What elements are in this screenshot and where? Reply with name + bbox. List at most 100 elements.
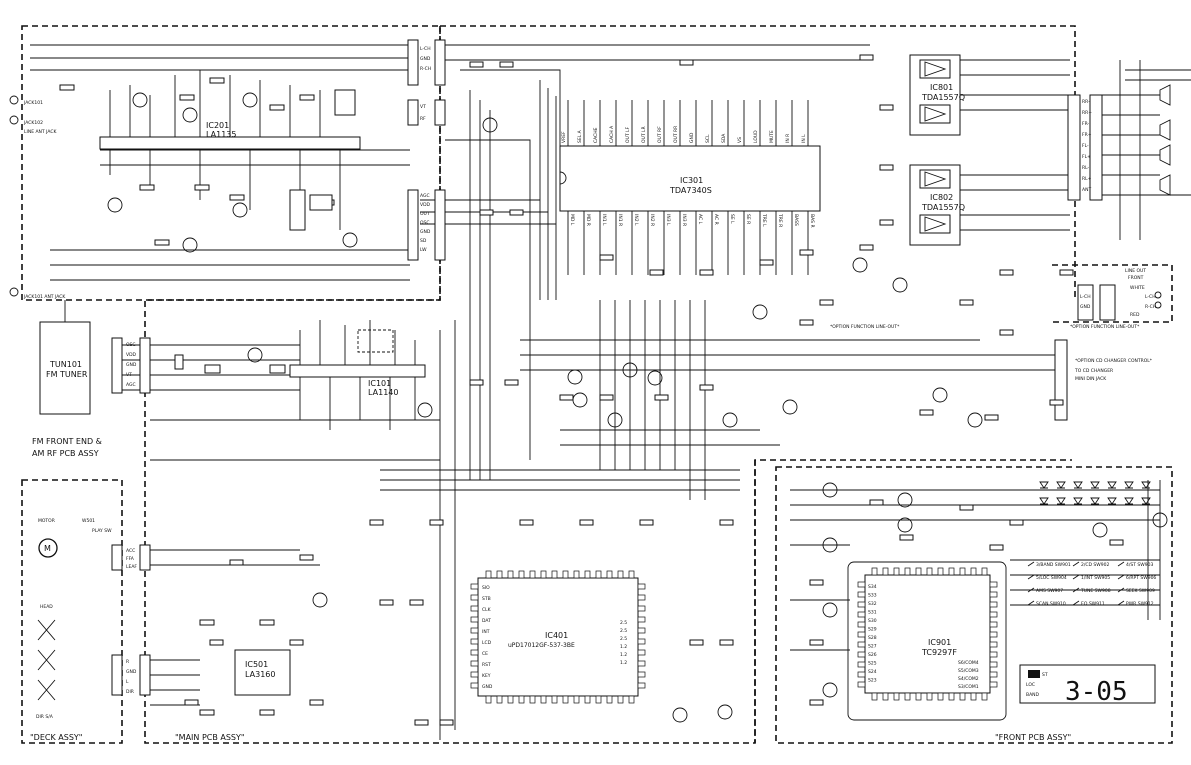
deck-pin-leaf: LEAF — [126, 564, 137, 570]
front-switch-label: SEEK SW909 — [1126, 588, 1155, 594]
ic101-part: LA1140 — [368, 388, 398, 397]
ic301-pin-bottom: MD L — [569, 214, 575, 226]
line-out-subtitle: FRONT — [1128, 275, 1144, 281]
board-front: "FRONT PCB ASSY" — [995, 733, 1071, 742]
main-transistors — [482, 117, 983, 723]
conn-gnd2: GND — [420, 229, 431, 235]
ic301-pin-top: IN L — [801, 134, 807, 143]
front-switch-label: TUNE SW908 — [1080, 588, 1111, 594]
speaker-pin-label: RL- — [1082, 165, 1090, 171]
ic301-pin-bottom: IN1 R — [617, 214, 623, 226]
board-outlines — [21, 25, 1173, 744]
front-transistors — [822, 482, 1168, 698]
ic901-key-label: S31 — [868, 610, 877, 616]
wiring — [30, 44, 1191, 740]
conn-vdd: VDD — [420, 202, 431, 208]
ic401-pin-left: STB — [482, 596, 491, 602]
tuner-pin-vt: VT — [126, 372, 132, 378]
line-out-gnd-pin: GND — [1080, 304, 1091, 310]
ic901-com-label: S5/COM3 — [958, 668, 979, 674]
jack101-label: JACK101 — [23, 100, 43, 106]
tuner-pin-agc: AGC — [126, 382, 136, 388]
ic901-key-label: S30 — [868, 618, 877, 624]
front-switch-label: AMS SW907 — [1036, 588, 1063, 594]
ic501-ref: IC501 — [245, 660, 268, 669]
speaker-connector: RR-RR+FR-FR+FL-FL+RL-RL+ANT — [1067, 84, 1171, 201]
ic201-ref: IC201 — [206, 121, 229, 130]
ic401-pin-left: KEY — [482, 673, 491, 679]
ic301-ref: IC301 — [680, 176, 703, 185]
board-fm-front-end: FM FRONT END & — [32, 437, 102, 446]
ic901-com-label: S6/COM4 — [958, 660, 979, 666]
line-out-note: *OPTION FUNCTION LINE-OUT* — [1070, 324, 1140, 330]
ic901-key-label: S28 — [868, 635, 877, 641]
tuner-pin-osc: OSC — [126, 342, 136, 348]
line-out-lch: L-CH — [1145, 294, 1156, 300]
ic401-pin-left: RST — [482, 662, 491, 668]
ic301-pin-top: OUT LF — [625, 126, 631, 143]
ic802-block: IC802 TDA1557Q — [909, 164, 965, 246]
speaker-pin-label: ANT — [1082, 187, 1091, 193]
cd-changer-line3: MINI DIN JACK — [1075, 376, 1107, 382]
ic301-pin-bottom: IN3 R — [681, 214, 687, 226]
tuner-pin-gnd: GND — [126, 362, 137, 368]
ic301-pin-bottom: SE R — [745, 214, 751, 224]
ic301-pin-bottom: BAS R — [809, 214, 815, 228]
ic301-pin-top: CACHE — [593, 127, 599, 143]
ic401-pin-right: 2.5 — [620, 636, 627, 642]
conn-out: OUT — [420, 211, 430, 217]
ic301-pin-top: SEL A — [577, 129, 583, 143]
ic301-pin-top: LOUD — [753, 130, 759, 143]
input-jacks: JACK101 JACK102 LINE ANT JACK JACK101 AN… — [9, 95, 66, 300]
ic301-pin-bottom: SE L — [729, 214, 735, 224]
ic901-com-label: S3/COM1 — [958, 684, 979, 690]
conn-rch: R-CH — [420, 66, 431, 72]
ic901-key-label: S24 — [868, 669, 877, 675]
conn-lch: L-CH — [420, 46, 431, 52]
ic801-ref: IC801 — [930, 83, 953, 92]
ic301-pin-bottom: IN3 L — [665, 214, 671, 226]
speaker-pin-label: FR- — [1082, 121, 1090, 127]
ic401-pin-right: 1.2 — [620, 644, 627, 650]
line-out-note-2: *OPTION FUNCTION LINE-OUT* — [830, 324, 900, 330]
ic401-pin-left: CE — [482, 651, 488, 657]
ic301-pin-top: IN R — [785, 134, 791, 143]
speaker-pin-label: FL+ — [1082, 154, 1091, 160]
ic301-pin-top: OUT RR — [673, 126, 679, 143]
ic301-part: TDA7340S — [669, 186, 712, 195]
front-switch-label: SCAN SW910 — [1036, 601, 1066, 607]
ic901-block: IC901 TC9297F S34S33S32S31S30S29S28S27S2… — [847, 561, 1007, 721]
ic901-key-label: S27 — [868, 644, 877, 650]
ic201-part: LA1135 — [206, 130, 236, 139]
ic901-key-label: S23 — [868, 678, 877, 684]
speaker-pin-label: RR- — [1082, 99, 1090, 105]
play-sw-label: PLAY SW — [92, 528, 112, 534]
ic301-pin-top: GND — [689, 132, 695, 143]
deck-pin-ffa: FFA — [126, 556, 135, 562]
dir-label: DIR S/A — [36, 714, 54, 720]
connector-top: L-CH GND R-CH VT RF AGC VDD OUT OSC GND … — [407, 39, 446, 261]
conn-vt: VT — [420, 104, 426, 110]
line-out-lch-pin: L-CH — [1080, 294, 1091, 300]
ic901-part: TC9297F — [921, 648, 957, 657]
board-main: "MAIN PCB ASSY" — [175, 733, 245, 742]
conn-gnd: GND — [420, 56, 431, 62]
front-switch-label: 5/LOC SW904 — [1036, 575, 1067, 581]
ic901-key-label: S32 — [868, 601, 877, 607]
front-switch-label: 2/CD SW902 — [1081, 562, 1109, 568]
tuner-ref: TUN101 — [49, 360, 82, 369]
w501-label: W501 — [82, 518, 95, 524]
ic901-key-label: S26 — [868, 652, 877, 658]
deck-pin-gnd: GND — [126, 669, 137, 675]
ic501-block: IC501 LA3160 — [199, 592, 328, 716]
front-switch-label: PWR SW912 — [1126, 601, 1154, 607]
ic401-pin-right: 1.2 — [620, 652, 627, 658]
deck-block: M MOTOR W501 PLAY SW ACC FFA LEAF HEAD D… — [30, 518, 245, 742]
tuner-pin-vdd: VDD — [126, 352, 137, 358]
line-out-title: LINE OUT — [1125, 268, 1146, 274]
ic301-pin-bottom: AC R — [713, 214, 719, 225]
head-label: HEAD — [40, 604, 53, 610]
ic101-block: IC101 LA1140 — [174, 320, 433, 430]
tuner-name: FM TUNER — [46, 370, 88, 379]
